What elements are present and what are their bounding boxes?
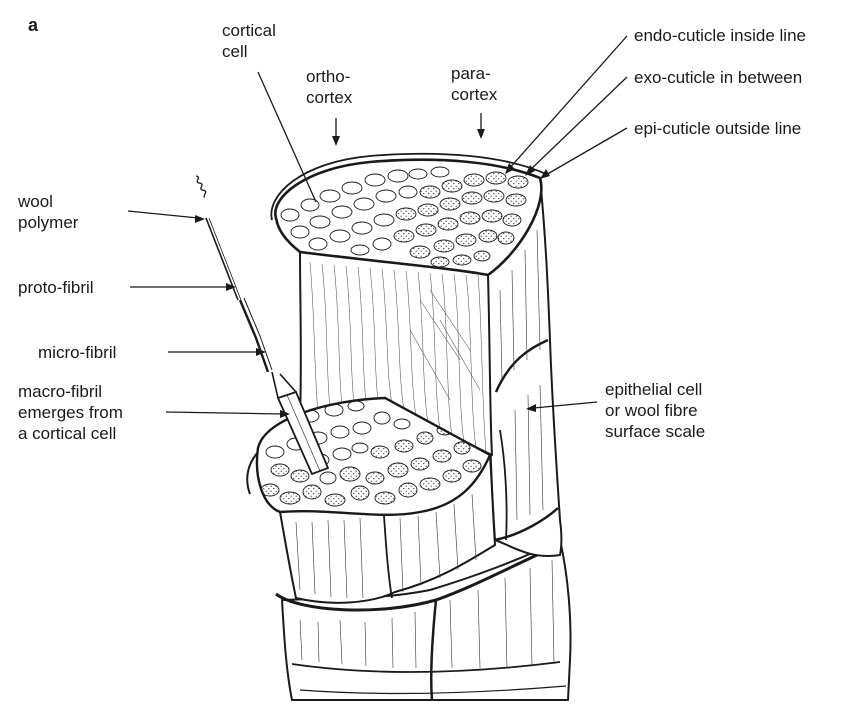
label-macro-fibril: macro-fibril emerges from a cortical cel… <box>18 381 123 444</box>
label-epithelial-cell: epithelial cell or wool fibre surface sc… <box>605 379 705 442</box>
label-exo-cuticle: exo-cuticle in between <box>634 67 802 88</box>
label-wool-polymer: wool polymer <box>18 191 78 233</box>
leader-macro-fibril <box>166 412 282 414</box>
fibril-strand <box>194 175 272 372</box>
leader-wool-polymer <box>128 211 198 218</box>
label-micro-fibril: micro-fibril <box>38 342 116 363</box>
label-proto-fibril: proto-fibril <box>18 277 94 298</box>
leader-epi-cuticle <box>544 128 627 176</box>
label-endo-cuticle: endo-cuticle inside line <box>634 25 806 46</box>
label-para-cortex: para- cortex <box>451 63 497 105</box>
label-epi-cuticle: epi-cuticle outside line <box>634 118 801 139</box>
wool-polymer-coil <box>194 175 208 197</box>
label-ortho-cortex: ortho- cortex <box>306 66 352 108</box>
micro-fibril-strand <box>240 300 268 372</box>
leader-endo-cuticle <box>508 36 627 170</box>
panel-label: a <box>28 15 38 36</box>
label-cortical-cell: cortical cell <box>222 20 276 62</box>
